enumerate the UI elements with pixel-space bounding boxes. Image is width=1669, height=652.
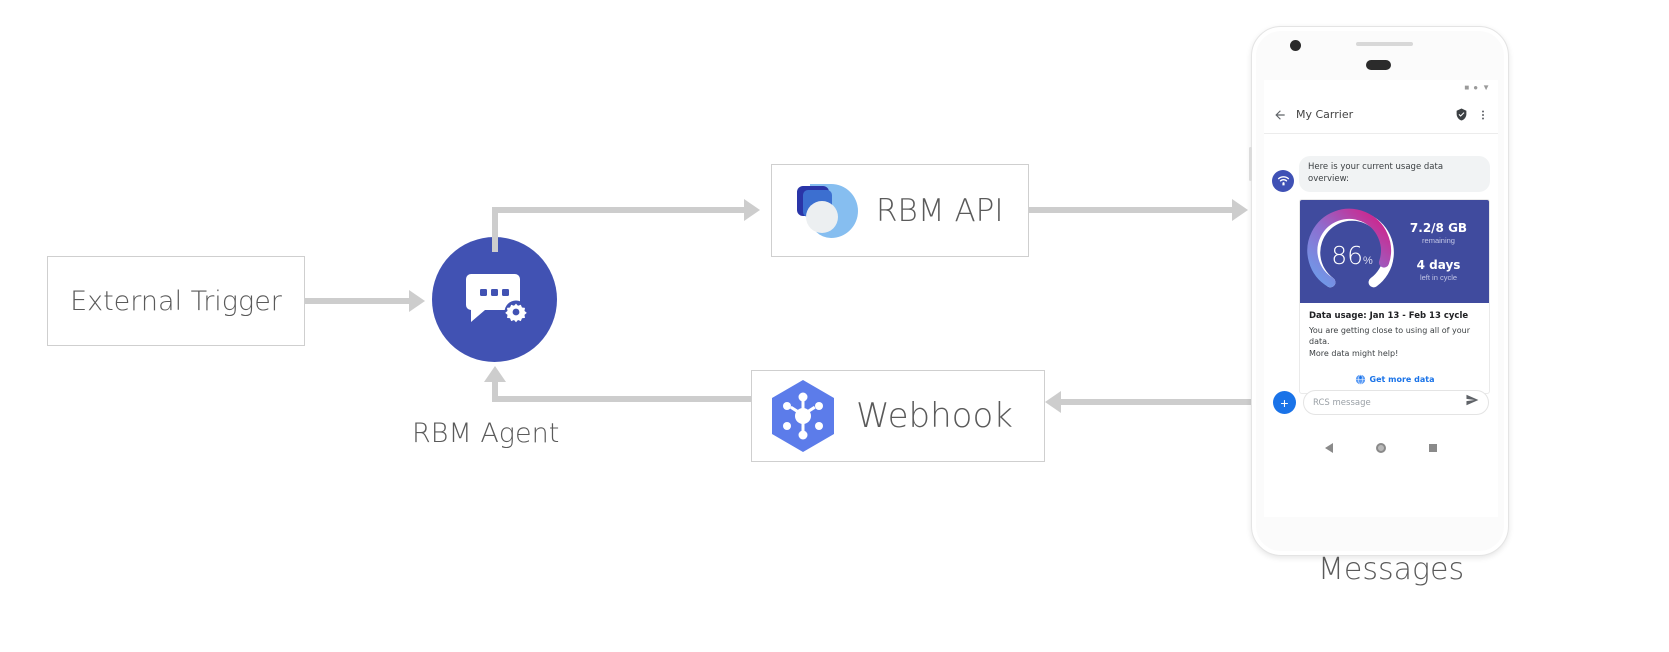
- phone-device: ■ ● ▼ My Carrier: [1249, 26, 1509, 556]
- arrow-webhook-to-agent: [484, 366, 506, 382]
- rich-card[interactable]: 86 % 7.2/8 GB remaining 4 days lef: [1299, 198, 1490, 394]
- node-rbm-agent[interactable]: [432, 237, 557, 362]
- card-hero: 86 % 7.2/8 GB remaining 4 days lef: [1300, 199, 1489, 303]
- app-bar-title: My Carrier: [1296, 108, 1354, 121]
- android-nav-bar: [1264, 443, 1498, 453]
- usage-gauge: 86 %: [1306, 205, 1398, 297]
- node-rbm-api[interactable]: RBM API: [771, 164, 1029, 257]
- verified-shield-icon: [1455, 108, 1468, 121]
- front-camera-icon: [1290, 40, 1301, 51]
- arrow-agent-to-rbmapi: [744, 199, 760, 221]
- globe-icon: [1355, 374, 1365, 384]
- stat-days-left: 4 days left in cycle: [1398, 258, 1479, 282]
- node-webhook[interactable]: Webhook: [751, 370, 1045, 462]
- connector-phone-to-webhook: [1060, 399, 1252, 405]
- signal-icon: ■: [1464, 83, 1470, 92]
- more-vert-icon[interactable]: [1477, 109, 1489, 121]
- connector-trigger-to-agent: [305, 298, 410, 304]
- connector-agent-up: [492, 207, 498, 252]
- card-stats: 7.2/8 GB remaining 4 days left in cycle: [1398, 221, 1483, 282]
- chat-gear-icon: [465, 273, 527, 323]
- messages-label: Messages: [1318, 552, 1465, 587]
- gauge-unit: %: [1363, 255, 1373, 268]
- phone-chin: [1264, 461, 1498, 517]
- wifi-icon: ●: [1473, 83, 1479, 92]
- node-external-trigger[interactable]: External Trigger: [47, 256, 305, 346]
- stat-days-caption: left in cycle: [1419, 272, 1458, 282]
- webhook-label: Webhook: [856, 396, 1013, 436]
- message-bubble: Here is your current usage data overview…: [1299, 156, 1490, 192]
- connector-agent-up-tail: [492, 382, 498, 400]
- get-more-data-button[interactable]: Get more data: [1300, 365, 1489, 393]
- power-button[interactable]: [1249, 147, 1252, 181]
- rbm-api-label: RBM API: [876, 192, 1004, 229]
- connector-agent-to-rbmapi: [492, 207, 744, 213]
- rcs-message-placeholder: RCS message: [1313, 397, 1371, 408]
- gauge-center: 86 %: [1306, 205, 1398, 297]
- phone-screen: ■ ● ▼ My Carrier: [1264, 80, 1498, 461]
- nav-back-icon[interactable]: [1325, 443, 1334, 453]
- message-composer: + RCS message: [1264, 390, 1498, 415]
- agent-message-row: Here is your current usage data overview…: [1264, 156, 1498, 192]
- arrow-left-icon[interactable]: [1273, 108, 1287, 122]
- external-trigger-label: External Trigger: [70, 285, 282, 317]
- battery-icon: ▼: [1482, 83, 1490, 92]
- plus-icon[interactable]: +: [1273, 391, 1296, 414]
- connector-webhook-to-agent: [492, 396, 751, 402]
- rcs-agent-icon: [1272, 169, 1294, 192]
- nav-recents-icon[interactable]: [1428, 444, 1437, 452]
- rcs-message-input[interactable]: RCS message: [1303, 390, 1489, 415]
- card-body: Data usage: Jan 13 - Feb 13 cycle You ar…: [1300, 303, 1489, 365]
- conversation: Here is your current usage data overview…: [1264, 134, 1498, 394]
- app-bar: My Carrier: [1264, 96, 1498, 134]
- arrow-rbmapi-to-phone: [1232, 199, 1248, 221]
- earpiece-grille: [1356, 42, 1413, 46]
- stat-data-remaining: 7.2/8 GB remaining: [1398, 221, 1479, 245]
- speaker-slot: [1366, 60, 1391, 70]
- rbm-api-droplet-icon: [797, 183, 858, 238]
- stat-data-caption: remaining: [1422, 235, 1455, 245]
- arrow-phone-to-webhook: [1045, 391, 1061, 413]
- stat-data-value: 7.2/8 GB: [1409, 220, 1468, 235]
- cloud-functions-hexagon-icon: [772, 380, 834, 452]
- card-text-line-1: You are getting close to using all of yo…: [1309, 325, 1471, 347]
- stat-days-value: 4 days: [1416, 257, 1461, 272]
- card-title: Data usage: Jan 13 - Feb 13 cycle: [1309, 310, 1469, 321]
- status-bar: ■ ● ▼: [1264, 80, 1498, 96]
- gauge-value: 86: [1331, 241, 1364, 271]
- card-text-line-2: More data might help!: [1309, 348, 1399, 358]
- send-icon[interactable]: [1465, 393, 1479, 412]
- connector-rbmapi-to-phone: [1029, 207, 1242, 213]
- rbm-agent-label: RBM Agent: [412, 418, 560, 449]
- nav-home-icon[interactable]: [1375, 443, 1386, 453]
- get-more-data-label: Get more data: [1369, 374, 1435, 384]
- arrow-trigger-to-agent: [409, 290, 425, 312]
